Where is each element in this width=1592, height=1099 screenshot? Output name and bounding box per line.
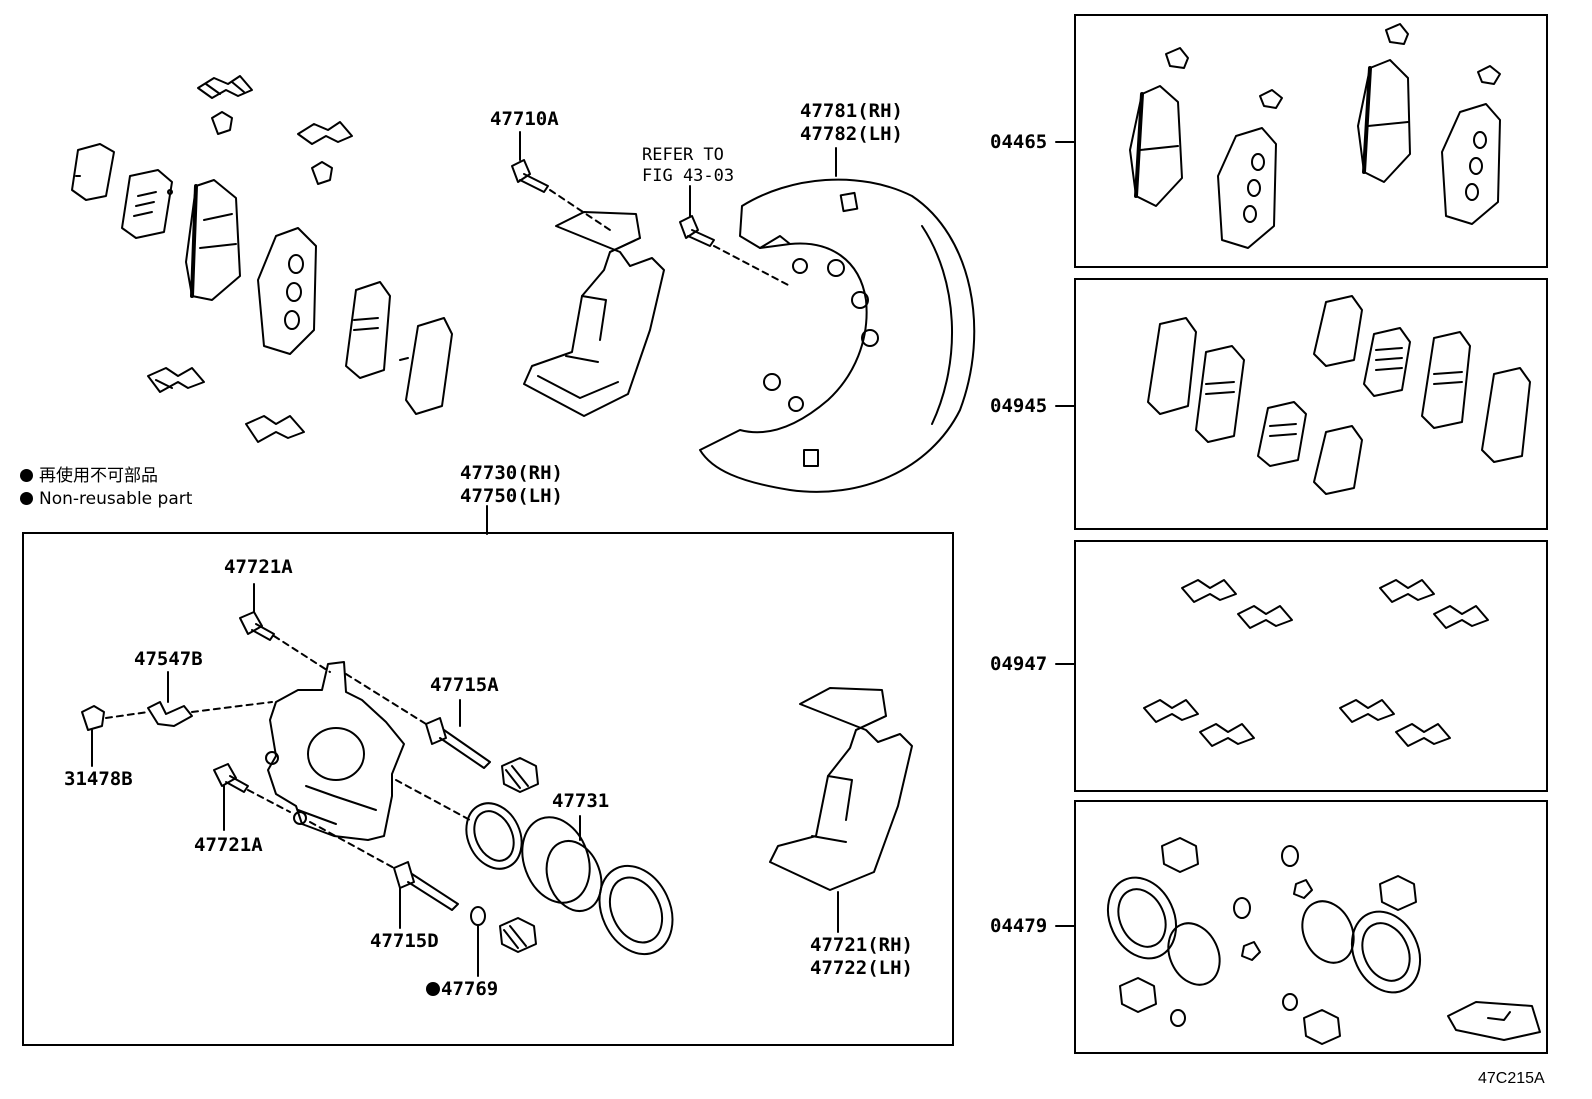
leader-47710a — [549, 189, 611, 231]
disc-dust-cover — [699, 178, 976, 493]
boot-bottom — [499, 917, 537, 953]
label-47750: 47750(LH) — [460, 485, 563, 507]
kit-label-04945: 04945 — [990, 395, 1048, 417]
label-31478b: 31478B — [64, 768, 133, 790]
cylinder-boot — [598, 864, 674, 956]
kit-label-04947: 04947 — [990, 653, 1048, 675]
kit-box-04945 — [1074, 278, 1548, 530]
label-47731: 47731 — [552, 790, 610, 812]
caliper-mounting-bottom — [769, 687, 913, 891]
anti-squeal-shim-outer — [71, 143, 115, 201]
label-47547b: 47547B — [134, 648, 203, 670]
leader-31478b-dash — [105, 711, 149, 719]
kit-label-04465: 04465 — [990, 131, 1048, 153]
bleeder-plug-31478b — [81, 705, 105, 731]
shim-middle — [345, 281, 391, 379]
kit-box-04465 — [1074, 14, 1548, 268]
leader-seal-dash — [395, 779, 471, 821]
piston-seal — [465, 802, 523, 870]
boot-top — [501, 757, 539, 793]
refer-line-2: FIG 43-03 — [642, 166, 735, 186]
label-47715a: 47715A — [430, 674, 499, 696]
refer-line-1: REFER TO — [642, 145, 724, 165]
pad-clip-top-1 — [197, 75, 253, 99]
leader-47721a-top-dash — [273, 635, 331, 673]
note-en-text: Non-reusable part — [39, 489, 193, 509]
piston-47731 — [521, 816, 603, 912]
non-reusable-dot-icon — [20, 469, 33, 482]
slide-pin-47715a — [425, 717, 491, 769]
bleeder-screw-47547b — [147, 701, 193, 727]
disc-brake-cylinder — [265, 661, 405, 841]
leader-47721a-bottom-dash — [247, 789, 291, 813]
bolt-47721a-bottom — [213, 763, 249, 793]
pad-clip-bottom-2 — [245, 415, 305, 443]
kit-04465-art — [1129, 23, 1501, 249]
brake-pad-outer — [185, 179, 241, 301]
label-47721: 47721(RH) — [810, 934, 913, 956]
kit-04947-art — [1143, 579, 1489, 747]
kit-04479-art — [1106, 837, 1541, 1045]
pad-clip-top-2 — [211, 111, 233, 135]
brake-pad-inner — [257, 227, 317, 355]
label-47782: 47782(LH) — [800, 123, 903, 145]
pad-clip-top-3 — [297, 121, 353, 145]
leader-refer — [713, 245, 791, 287]
kit-label-04479: 04479 — [990, 915, 1048, 937]
slide-pin-47715d — [393, 861, 459, 911]
caliper-assembly-box — [22, 532, 954, 1046]
leader-47547b-dash — [191, 701, 273, 713]
label-47721a-top: 47721A — [224, 556, 293, 578]
note-jp: 再使用不可部品 — [20, 466, 158, 486]
leader-47715d-dash — [309, 821, 395, 869]
label-47715d: 47715D — [370, 930, 439, 952]
kit-box-04479 — [1074, 800, 1548, 1054]
pad-clip-top-4 — [311, 161, 333, 185]
pad-clip-bottom-1 — [147, 367, 205, 393]
kit-box-04947 — [1074, 540, 1548, 792]
label-47710a: 47710A — [490, 108, 559, 130]
note-en: Non-reusable part — [20, 489, 192, 509]
label-47769-text: 47769 — [441, 978, 499, 1000]
non-reusable-dot-icon — [20, 492, 33, 505]
label-47769: 47769 — [426, 978, 498, 1000]
shim-right — [399, 317, 453, 415]
label-47730: 47730(RH) — [460, 462, 563, 484]
label-47722: 47722(LH) — [810, 957, 913, 979]
label-47781: 47781(RH) — [800, 100, 903, 122]
bolt-47721a-top — [239, 611, 275, 641]
leader-47715a-dash — [345, 673, 427, 725]
note-jp-text: 再使用不可部品 — [39, 466, 158, 486]
bolt-refer — [679, 215, 715, 247]
caliper-mounting-top — [523, 211, 665, 417]
label-47721a-bottom: 47721A — [194, 834, 263, 856]
bolt-47710a — [511, 159, 549, 193]
anti-squeal-shim-inner — [121, 169, 173, 239]
non-reusable-dot-icon — [426, 982, 440, 996]
illustration-code: 47C215A — [1478, 1070, 1545, 1087]
kit-04945-art — [1147, 295, 1531, 495]
